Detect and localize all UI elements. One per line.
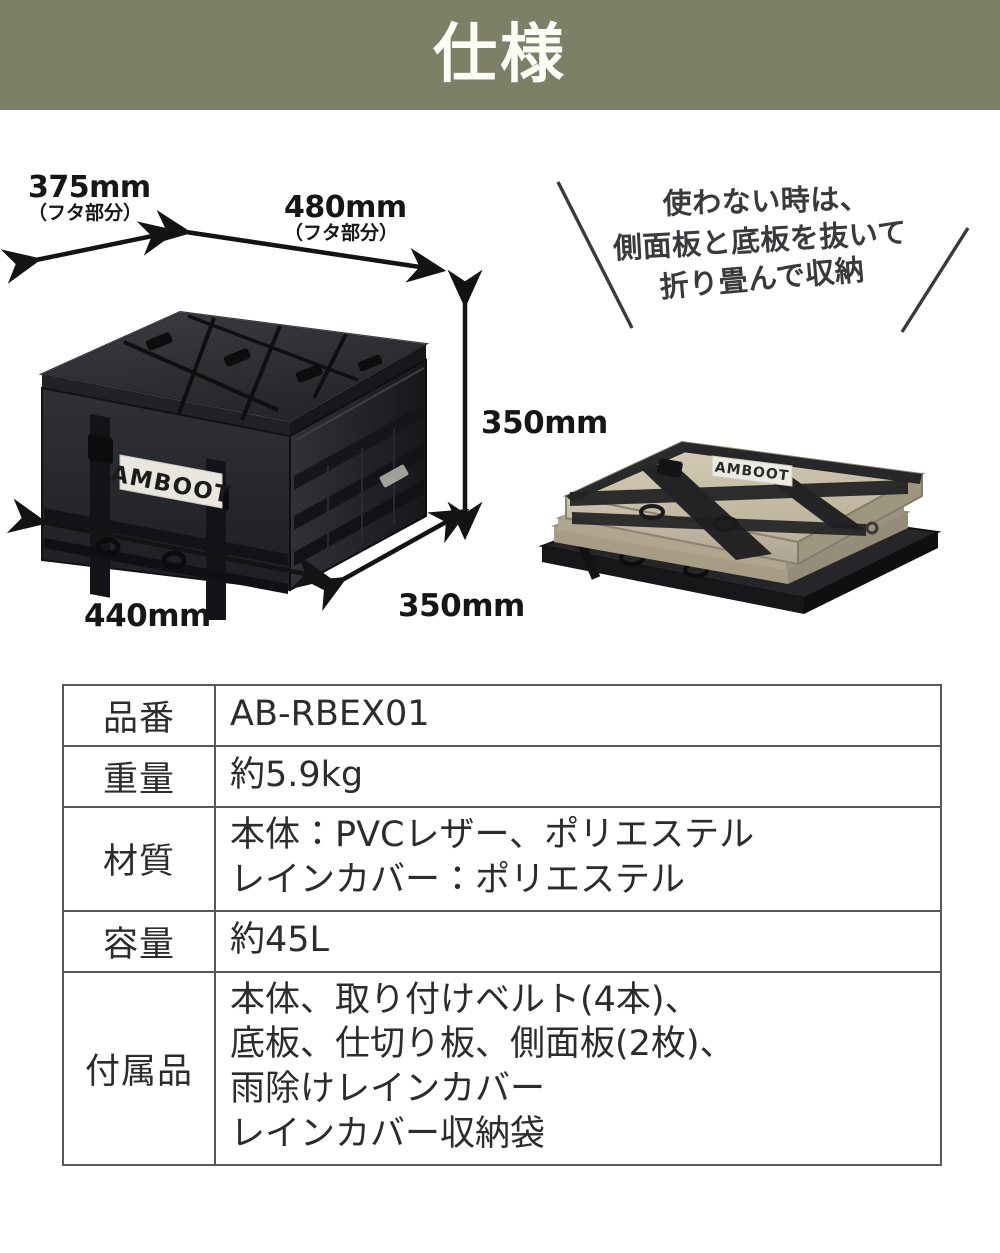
table-row: 品番 AB-RBEX01 bbox=[62, 684, 942, 747]
spec-label-accessories: 付属品 bbox=[62, 970, 216, 1166]
spec-value-accessories: 本体、取り付けベルト(4本)、 底板、仕切り板、側面板(2枚)、 雨除けレインカ… bbox=[214, 970, 942, 1166]
product-image-assembled: AMBOOT bbox=[28, 270, 448, 620]
spec-value-weight: 約5.9kg bbox=[214, 745, 942, 808]
spec-label-material: 材質 bbox=[62, 806, 216, 912]
bag-lid bbox=[38, 310, 430, 436]
product-illustration-area: AMBOOT bbox=[0, 110, 1000, 675]
page-header-banner: 仕様 bbox=[0, 0, 1000, 110]
table-row: 容量 約45L bbox=[62, 909, 942, 973]
page-title: 仕様 bbox=[433, 18, 567, 92]
dimension-label-lid-width: 375mm （フタ部分） bbox=[28, 170, 151, 224]
spec-label-capacity: 容量 bbox=[62, 909, 216, 973]
table-row: 重量 約5.9kg bbox=[62, 745, 942, 808]
spec-value-model-number: AB-RBEX01 bbox=[214, 684, 942, 747]
spec-label-weight: 重量 bbox=[62, 745, 216, 808]
specification-table: 品番 AB-RBEX01 重量 約5.9kg 材質 本体：PVCレザー、ポリエス… bbox=[62, 684, 942, 1166]
spec-label-model-number: 品番 bbox=[62, 684, 216, 747]
table-row: 材質 本体：PVCレザー、ポリエステル レインカバー：ポリエステル bbox=[62, 806, 942, 912]
dimension-label-height: 350mm bbox=[481, 405, 608, 441]
storage-callout-note: 使わない時は、 側面板と底板を抜いて 折り畳んで収納 bbox=[566, 181, 966, 304]
dimension-label-lid-length: 480mm （フタ部分） bbox=[284, 190, 407, 244]
table-row: 付属品 本体、取り付けベルト(4本)、 底板、仕切り板、側面板(2枚)、 雨除け… bbox=[62, 970, 942, 1166]
folded-body-top: AMBOOT bbox=[562, 440, 926, 566]
product-image-folded: AMBOOT bbox=[536, 400, 956, 630]
specification-table-wrapper: 品番 AB-RBEX01 重量 約5.9kg 材質 本体：PVCレザー、ポリエス… bbox=[62, 684, 942, 1166]
spec-value-capacity: 約45L bbox=[214, 909, 942, 973]
dimension-label-depth: 350mm bbox=[398, 588, 525, 624]
dimension-label-width: 440mm bbox=[84, 598, 211, 634]
spec-value-material: 本体：PVCレザー、ポリエステル レインカバー：ポリエステル bbox=[214, 806, 942, 912]
